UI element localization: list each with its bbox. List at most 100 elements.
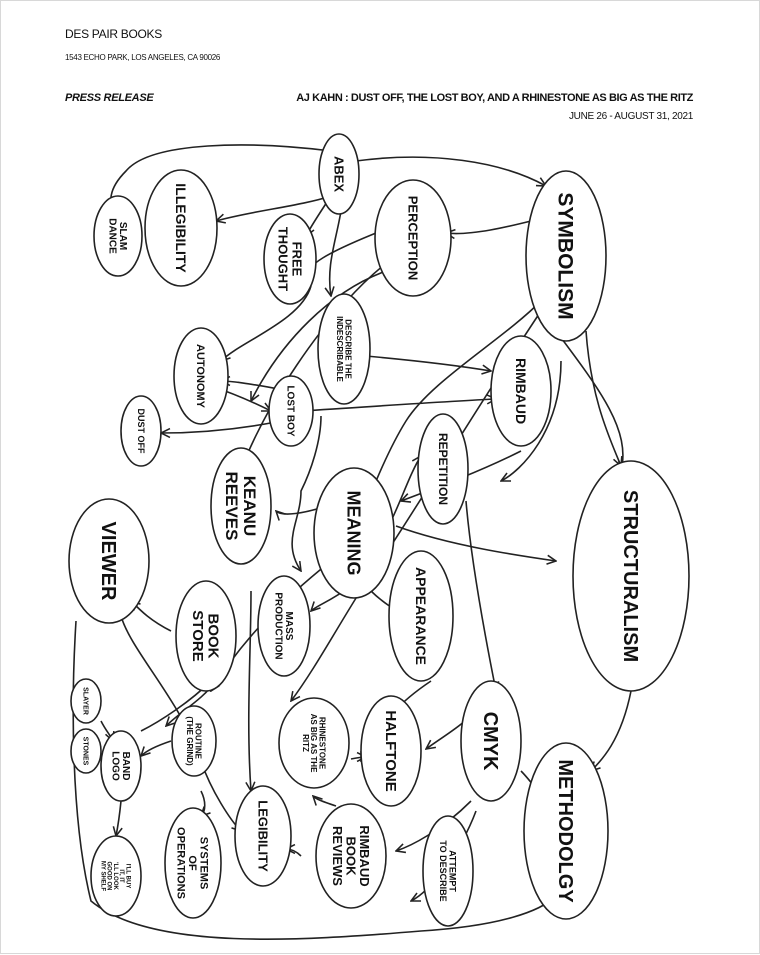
node-label: I'LL BUYIT, IT'LL LOOKGOOD ONMY SHELF: [99, 861, 130, 892]
node-label: ILLEGIBILITY: [173, 183, 189, 273]
node-ellipse: [278, 697, 350, 789]
node-ellipse: [422, 815, 474, 927]
node-label-line: HALFTONE: [382, 710, 399, 791]
node-label-line: APPEARANCE: [413, 567, 429, 665]
node-label-line: PERCEPTION: [405, 196, 420, 281]
connector-arrow: [300, 399, 496, 412]
node-label: SYMBOLISM: [554, 192, 577, 319]
node-label-line: AUTONOMY: [194, 344, 206, 409]
connector-arrow: [585, 330, 621, 466]
node-label: SLAMDANCE: [106, 218, 128, 254]
concept-node-autonomy: AUTONOMY: [173, 327, 229, 425]
concept-node-free-thought: FREETHOUGHT: [263, 213, 317, 305]
concept-node-mass-production: MASSPRODUCTION: [257, 575, 311, 677]
node-label-line: INDESCRIBABLE: [335, 316, 344, 382]
node-ellipse: [460, 680, 522, 802]
node-label: KEANUREEVES: [222, 472, 259, 541]
node-ellipse: [173, 327, 229, 425]
node-ellipse: [144, 169, 218, 287]
node-ellipse: [175, 580, 237, 692]
node-label-line: SLAM: [117, 222, 128, 250]
node-label-line: RHINESTONE: [318, 717, 327, 770]
connector-arrow: [305, 230, 382, 281]
node-label-line: STONES: [82, 737, 89, 766]
concept-node-band-logo: BANDLOGO: [100, 730, 142, 802]
node-label-line: RIMBAUD: [357, 825, 372, 886]
node-label-line: VIEWER: [97, 522, 119, 601]
concept-node-keanu-reeves: KEANUREEVES: [210, 447, 272, 565]
node-label-line: IT, IT: [118, 869, 124, 883]
node-label-line: REPETITION: [436, 433, 450, 505]
node-label-line: RIMBAUD: [513, 358, 529, 424]
concept-node-viewer: VIEWER: [68, 498, 150, 624]
node-ellipse: [164, 807, 222, 919]
connector-arrow: [591, 690, 632, 771]
node-label: DUST OFF: [136, 409, 146, 454]
concept-node-dust-off: DUST OFF: [120, 395, 162, 467]
concept-node-meaning: MEANING: [313, 467, 395, 599]
node-label: RIMBAUDBOOKREVIEWS: [330, 825, 372, 886]
node-ellipse: [523, 742, 609, 920]
node-ellipse: [268, 375, 314, 447]
concept-node-rimbaud: RIMBAUD: [490, 335, 552, 447]
node-label: DESCRIBE THEINDESCRIBABLE: [335, 316, 352, 382]
connector-arrow: [465, 500, 496, 691]
node-label-line: ILLEGIBILITY: [173, 183, 189, 273]
node-label: BANDLOGO: [109, 751, 131, 781]
node-label-line: MY SHELF: [99, 861, 105, 892]
concept-node-appearance: APPEARANCE: [388, 550, 454, 682]
node-label-line: MEANING: [344, 491, 364, 576]
concept-node-symbolism: SYMBOLISM: [525, 170, 607, 342]
node-ellipse: [417, 413, 469, 525]
node-label-line: LEGIBILITY: [255, 800, 270, 872]
node-ellipse: [315, 803, 387, 909]
concept-node-rimbaud-book-reviews: RIMBAUDBOOKREVIEWS: [315, 803, 387, 909]
connector-arrow: [221, 285, 312, 361]
concept-node-slayer: SLAYER: [70, 678, 102, 724]
node-label: ROUTINE(THE GRIND): [185, 716, 202, 766]
node-ellipse: [100, 730, 142, 802]
node-label: APPEARANCE: [413, 567, 429, 665]
concept-node-illegibility: ILLEGIBILITY: [144, 169, 218, 287]
connector-arrow: [216, 195, 332, 221]
document-type: PRESS RELEASE: [65, 92, 154, 104]
node-ellipse: [388, 550, 454, 682]
node-label-line: STRUCTURALISM: [619, 490, 641, 662]
connector-arrow: [390, 456, 421, 522]
concept-node-halftone: HALFTONE: [360, 695, 422, 807]
node-label-line: FREE: [289, 242, 304, 277]
connector-arrow: [365, 355, 491, 371]
concept-node-structuralism: STRUCTURALISM: [572, 460, 690, 692]
concept-node-describe-indescribable: DESCRIBE THEINDESCRIBABLE: [317, 293, 371, 405]
node-ellipse: [120, 395, 162, 467]
concept-node-lost-boy: LOST BOY: [268, 375, 314, 447]
node-ellipse: [317, 293, 371, 405]
node-label-line: ABEX: [331, 156, 346, 192]
concept-node-abex: ABEX: [318, 133, 360, 215]
node-label-line: SLAYER: [82, 687, 89, 715]
connector-arrow: [555, 330, 623, 471]
node-label-line: SYMBOLISM: [554, 192, 577, 319]
connector-arrow: [249, 590, 251, 791]
concept-node-stones: STONES: [70, 728, 102, 774]
node-ellipse: [171, 705, 217, 777]
node-label-line: I'LL BUY: [125, 864, 131, 889]
node-label-line: SYSTEMS: [198, 837, 210, 890]
node-ellipse: [263, 213, 317, 305]
connector-arrow: [141, 740, 172, 756]
node-ellipse: [234, 785, 292, 887]
node-label: HALFTONE: [382, 710, 399, 791]
concept-node-rhinestone: RHINESTONEAS BIG AS THERITZ: [278, 697, 350, 789]
node-label: MASSPRODUCTION: [272, 592, 294, 659]
concept-node-routine: ROUTINE(THE GRIND): [171, 705, 217, 777]
concept-node-methodology: METHODOLGY: [523, 742, 609, 920]
connector-arrow: [355, 156, 546, 186]
connector-arrow: [396, 800, 472, 851]
node-label-line: BOOK: [205, 614, 222, 659]
node-label: METHODOLGY: [554, 759, 576, 903]
connector-arrow: [501, 360, 562, 481]
node-label: FREETHOUGHT: [276, 227, 305, 291]
connector-arrow: [161, 420, 282, 433]
node-label-line: 'LL LOOK: [112, 862, 118, 890]
connector-arrow: [251, 270, 387, 401]
